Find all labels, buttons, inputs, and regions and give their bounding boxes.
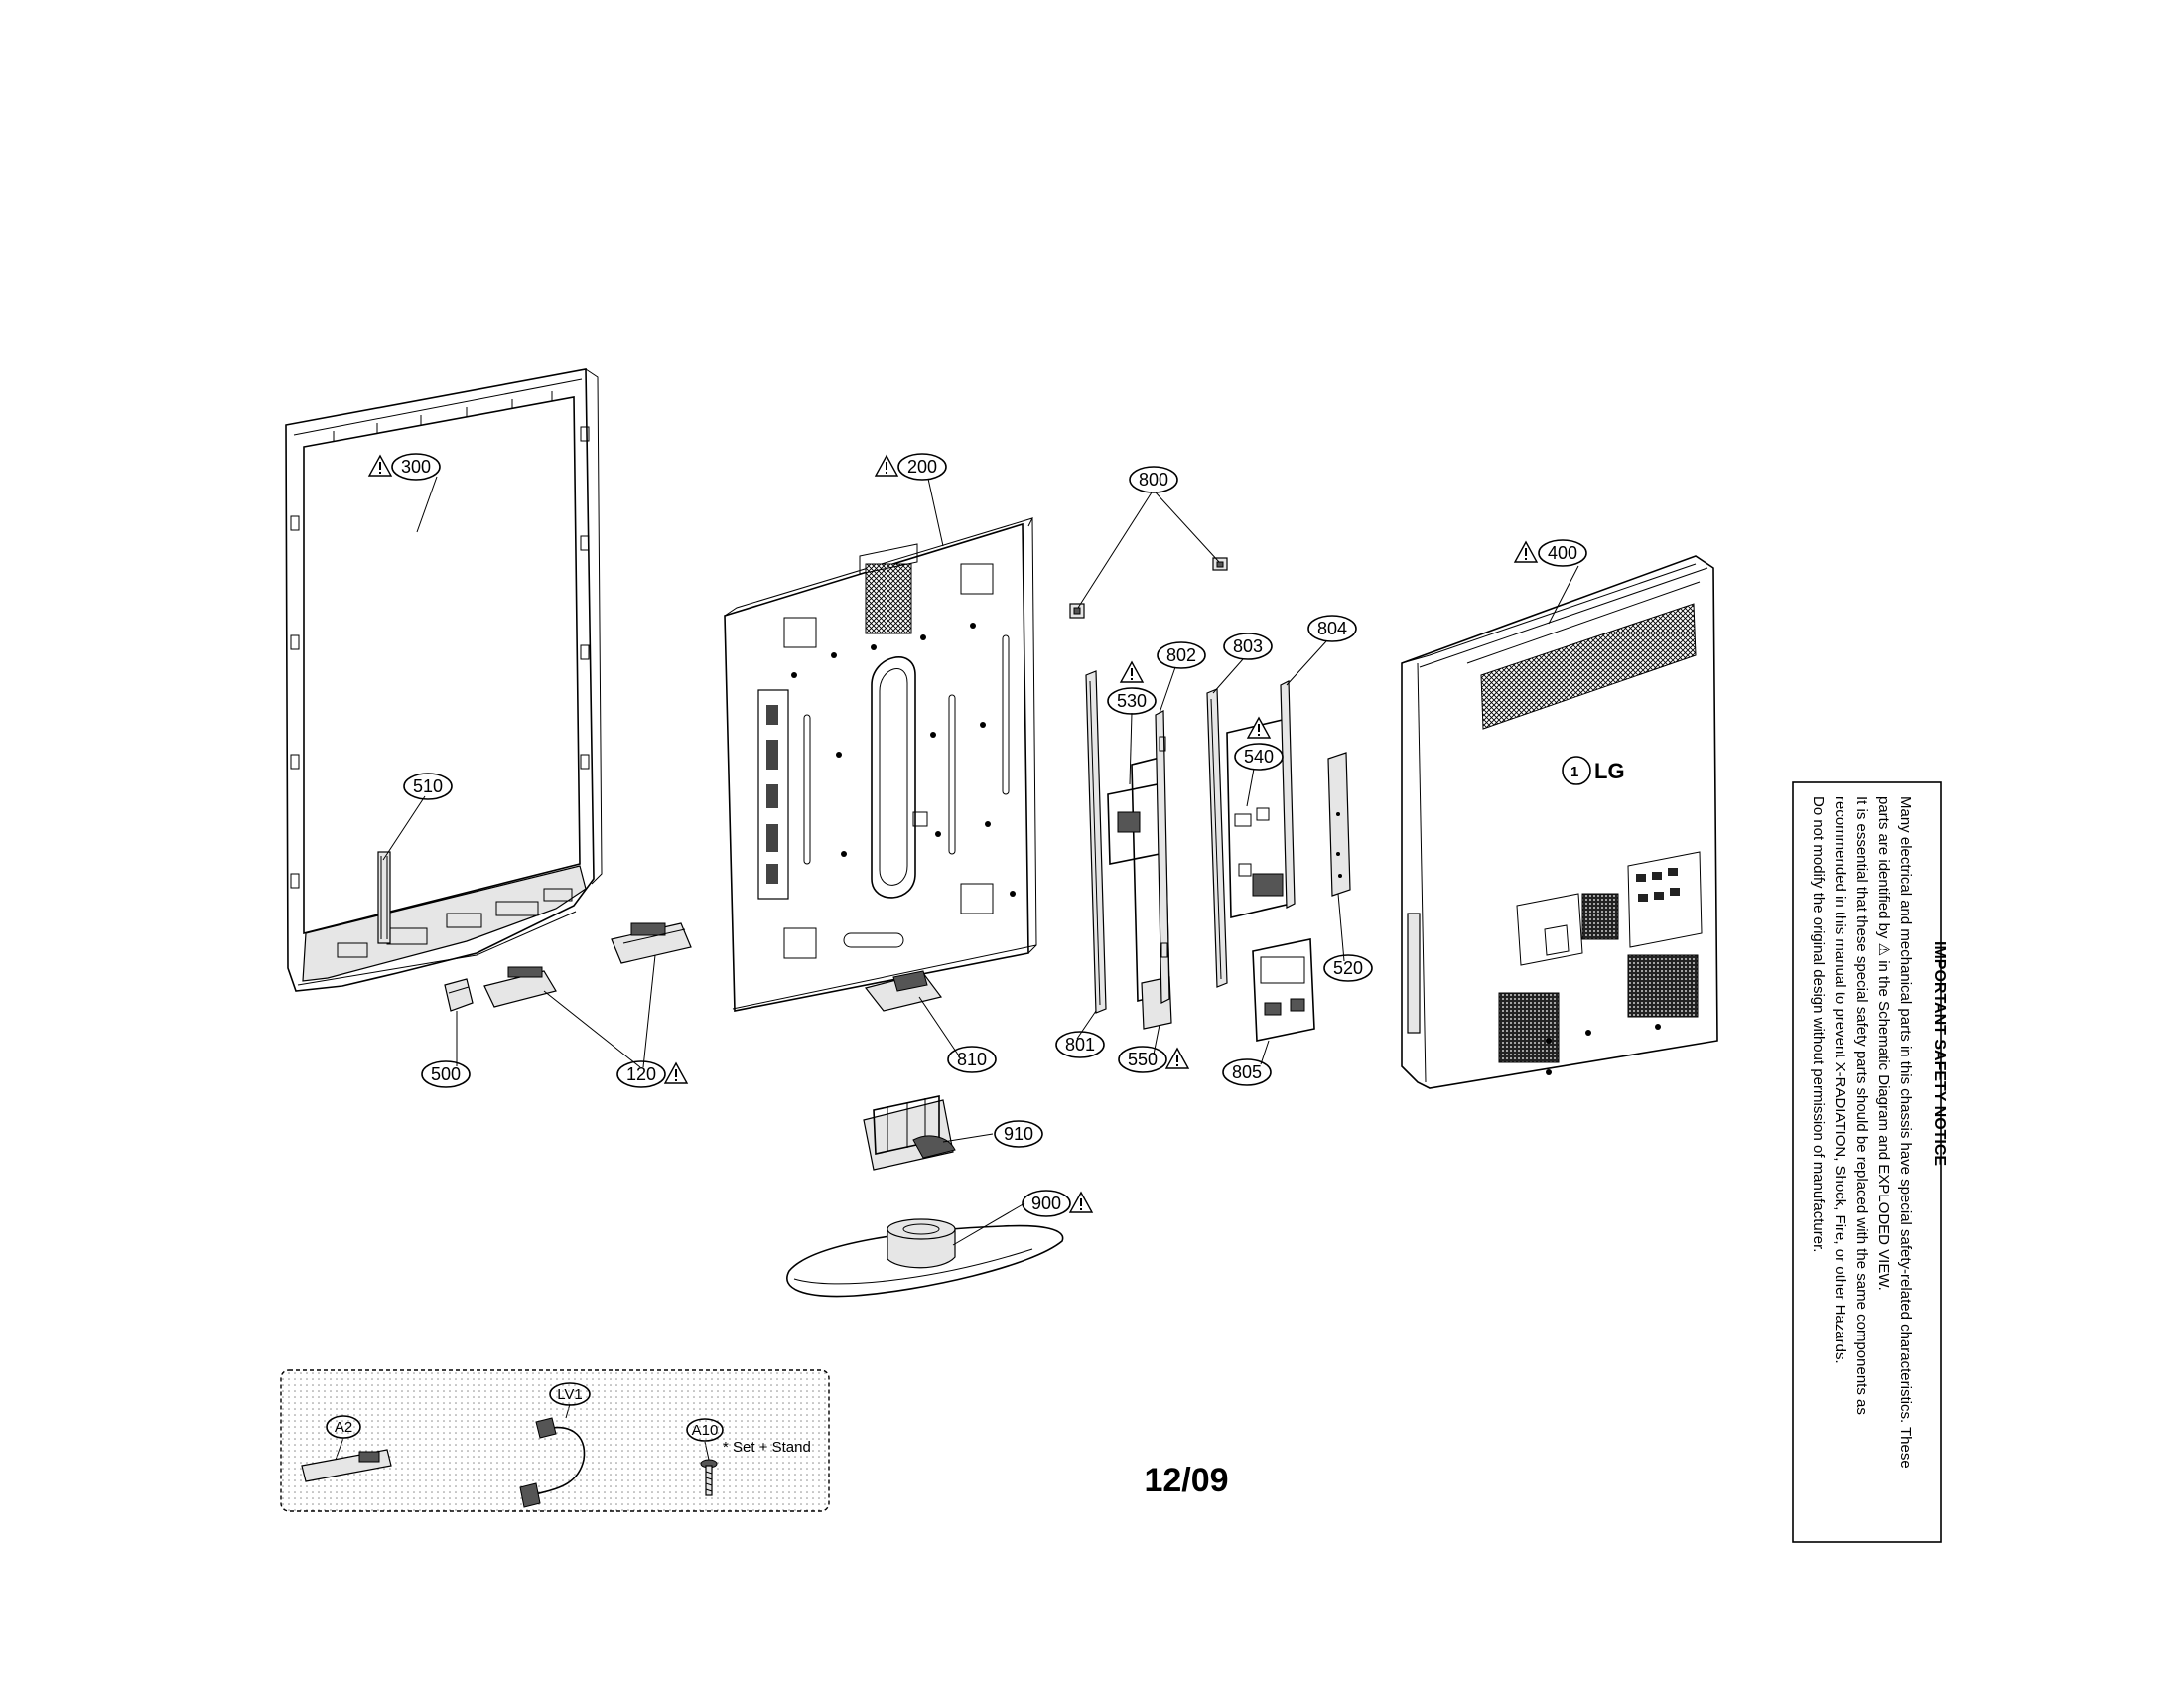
- clip-800a: [1069, 603, 1085, 619]
- label-803: 803: [1223, 633, 1273, 660]
- svg-text:803: 803: [1233, 636, 1263, 656]
- svg-text:900: 900: [1031, 1194, 1061, 1213]
- label-810: 810: [947, 1046, 997, 1073]
- safety-notice-line-2: parts are identified by ⚠ in the Schemat…: [1875, 796, 1892, 1291]
- bracket-804: [1280, 680, 1296, 909]
- svg-text:550: 550: [1128, 1050, 1158, 1069]
- svg-text:805: 805: [1232, 1062, 1262, 1082]
- label-500: 500: [421, 1060, 471, 1088]
- label-120: 120: [616, 1060, 688, 1088]
- svg-text:510: 510: [413, 776, 443, 796]
- remote-control-a2: [301, 1449, 392, 1482]
- svg-text:810: 810: [957, 1050, 987, 1069]
- label-a2: A2: [326, 1415, 361, 1439]
- safety-notice-line-1: Many electrical and mechanical parts in …: [1897, 796, 1914, 1469]
- label-805: 805: [1222, 1058, 1272, 1086]
- svg-text:520: 520: [1333, 958, 1363, 978]
- board-520: [1327, 752, 1351, 897]
- svg-text:120: 120: [626, 1064, 656, 1084]
- svg-text:A2: A2: [335, 1419, 352, 1436]
- svg-text:200: 200: [907, 457, 937, 477]
- speaker-part-120a: [483, 966, 557, 1008]
- stand-base-900: [786, 1218, 1064, 1298]
- bracket-801: [1085, 670, 1107, 1014]
- svg-text:910: 910: [1004, 1124, 1033, 1144]
- label-804: 804: [1307, 615, 1357, 642]
- svg-text:1: 1: [1570, 764, 1578, 780]
- front-bezel-300: [285, 368, 603, 992]
- svg-text:400: 400: [1548, 543, 1577, 563]
- label-540: 540: [1234, 717, 1284, 771]
- label-550: 550: [1118, 1046, 1189, 1073]
- svg-text:802: 802: [1166, 645, 1196, 665]
- safety-notice-title: IMPORTANT SAFETY NOTICE: [1931, 941, 1948, 1166]
- power-cord-lv1: [519, 1417, 586, 1508]
- label-lv1: LV1: [549, 1382, 591, 1406]
- bracket-802: [1155, 710, 1170, 1004]
- stand-neck-910: [863, 1095, 956, 1171]
- label-520: 520: [1323, 954, 1373, 982]
- label-400: 400: [1514, 539, 1587, 567]
- svg-text:A10: A10: [692, 1422, 719, 1439]
- svg-text:800: 800: [1139, 470, 1168, 490]
- svg-text:804: 804: [1317, 619, 1347, 638]
- board-805: [1252, 938, 1315, 1042]
- bracket-810: [864, 970, 943, 1012]
- lg-logo-icon: 1 LG: [1562, 756, 1625, 785]
- screw-a10: [700, 1459, 718, 1496]
- label-510: 510: [403, 773, 453, 800]
- label-a10: A10: [686, 1418, 724, 1442]
- brand-logo-text: LG: [1594, 759, 1625, 783]
- svg-text:530: 530: [1117, 691, 1147, 711]
- speaker-part-500: [444, 978, 474, 1012]
- label-300: 300: [368, 453, 441, 481]
- svg-text:540: 540: [1244, 747, 1274, 767]
- svg-text:300: 300: [401, 457, 431, 477]
- speaker-part-120b: [611, 922, 692, 964]
- safety-notice-line-5: Do not modify the original design withou…: [1810, 796, 1827, 1252]
- bracket-803: [1206, 688, 1228, 988]
- safety-notice-line-4: recommended in this manual to prevent X-…: [1832, 796, 1848, 1364]
- label-802: 802: [1157, 641, 1206, 669]
- label-900: 900: [1022, 1190, 1093, 1217]
- svg-text:LV1: LV1: [557, 1386, 583, 1403]
- svg-text:500: 500: [431, 1064, 461, 1084]
- clip-800b: [1212, 557, 1228, 571]
- back-cover-400: 1 LG: [1401, 555, 1718, 1089]
- safety-notice: IMPORTANT SAFETY NOTICE Many electrical …: [1792, 781, 1948, 1543]
- label-200: 200: [875, 453, 947, 481]
- label-910: 910: [994, 1120, 1043, 1148]
- ir-board-510: [377, 851, 391, 944]
- accessories-box: A2 LV1 A10 * Set + Stand: [280, 1369, 830, 1512]
- set-stand-note: * Set + Stand: [723, 1439, 811, 1456]
- label-530: 530: [1107, 661, 1157, 715]
- label-800: 800: [1129, 466, 1178, 493]
- page-number: 12/09: [1144, 1462, 1228, 1499]
- display-panel-200: [724, 517, 1037, 1012]
- svg-text:801: 801: [1065, 1035, 1095, 1055]
- label-801: 801: [1055, 1031, 1105, 1058]
- safety-notice-line-3: It is essential that these special safet…: [1853, 796, 1870, 1415]
